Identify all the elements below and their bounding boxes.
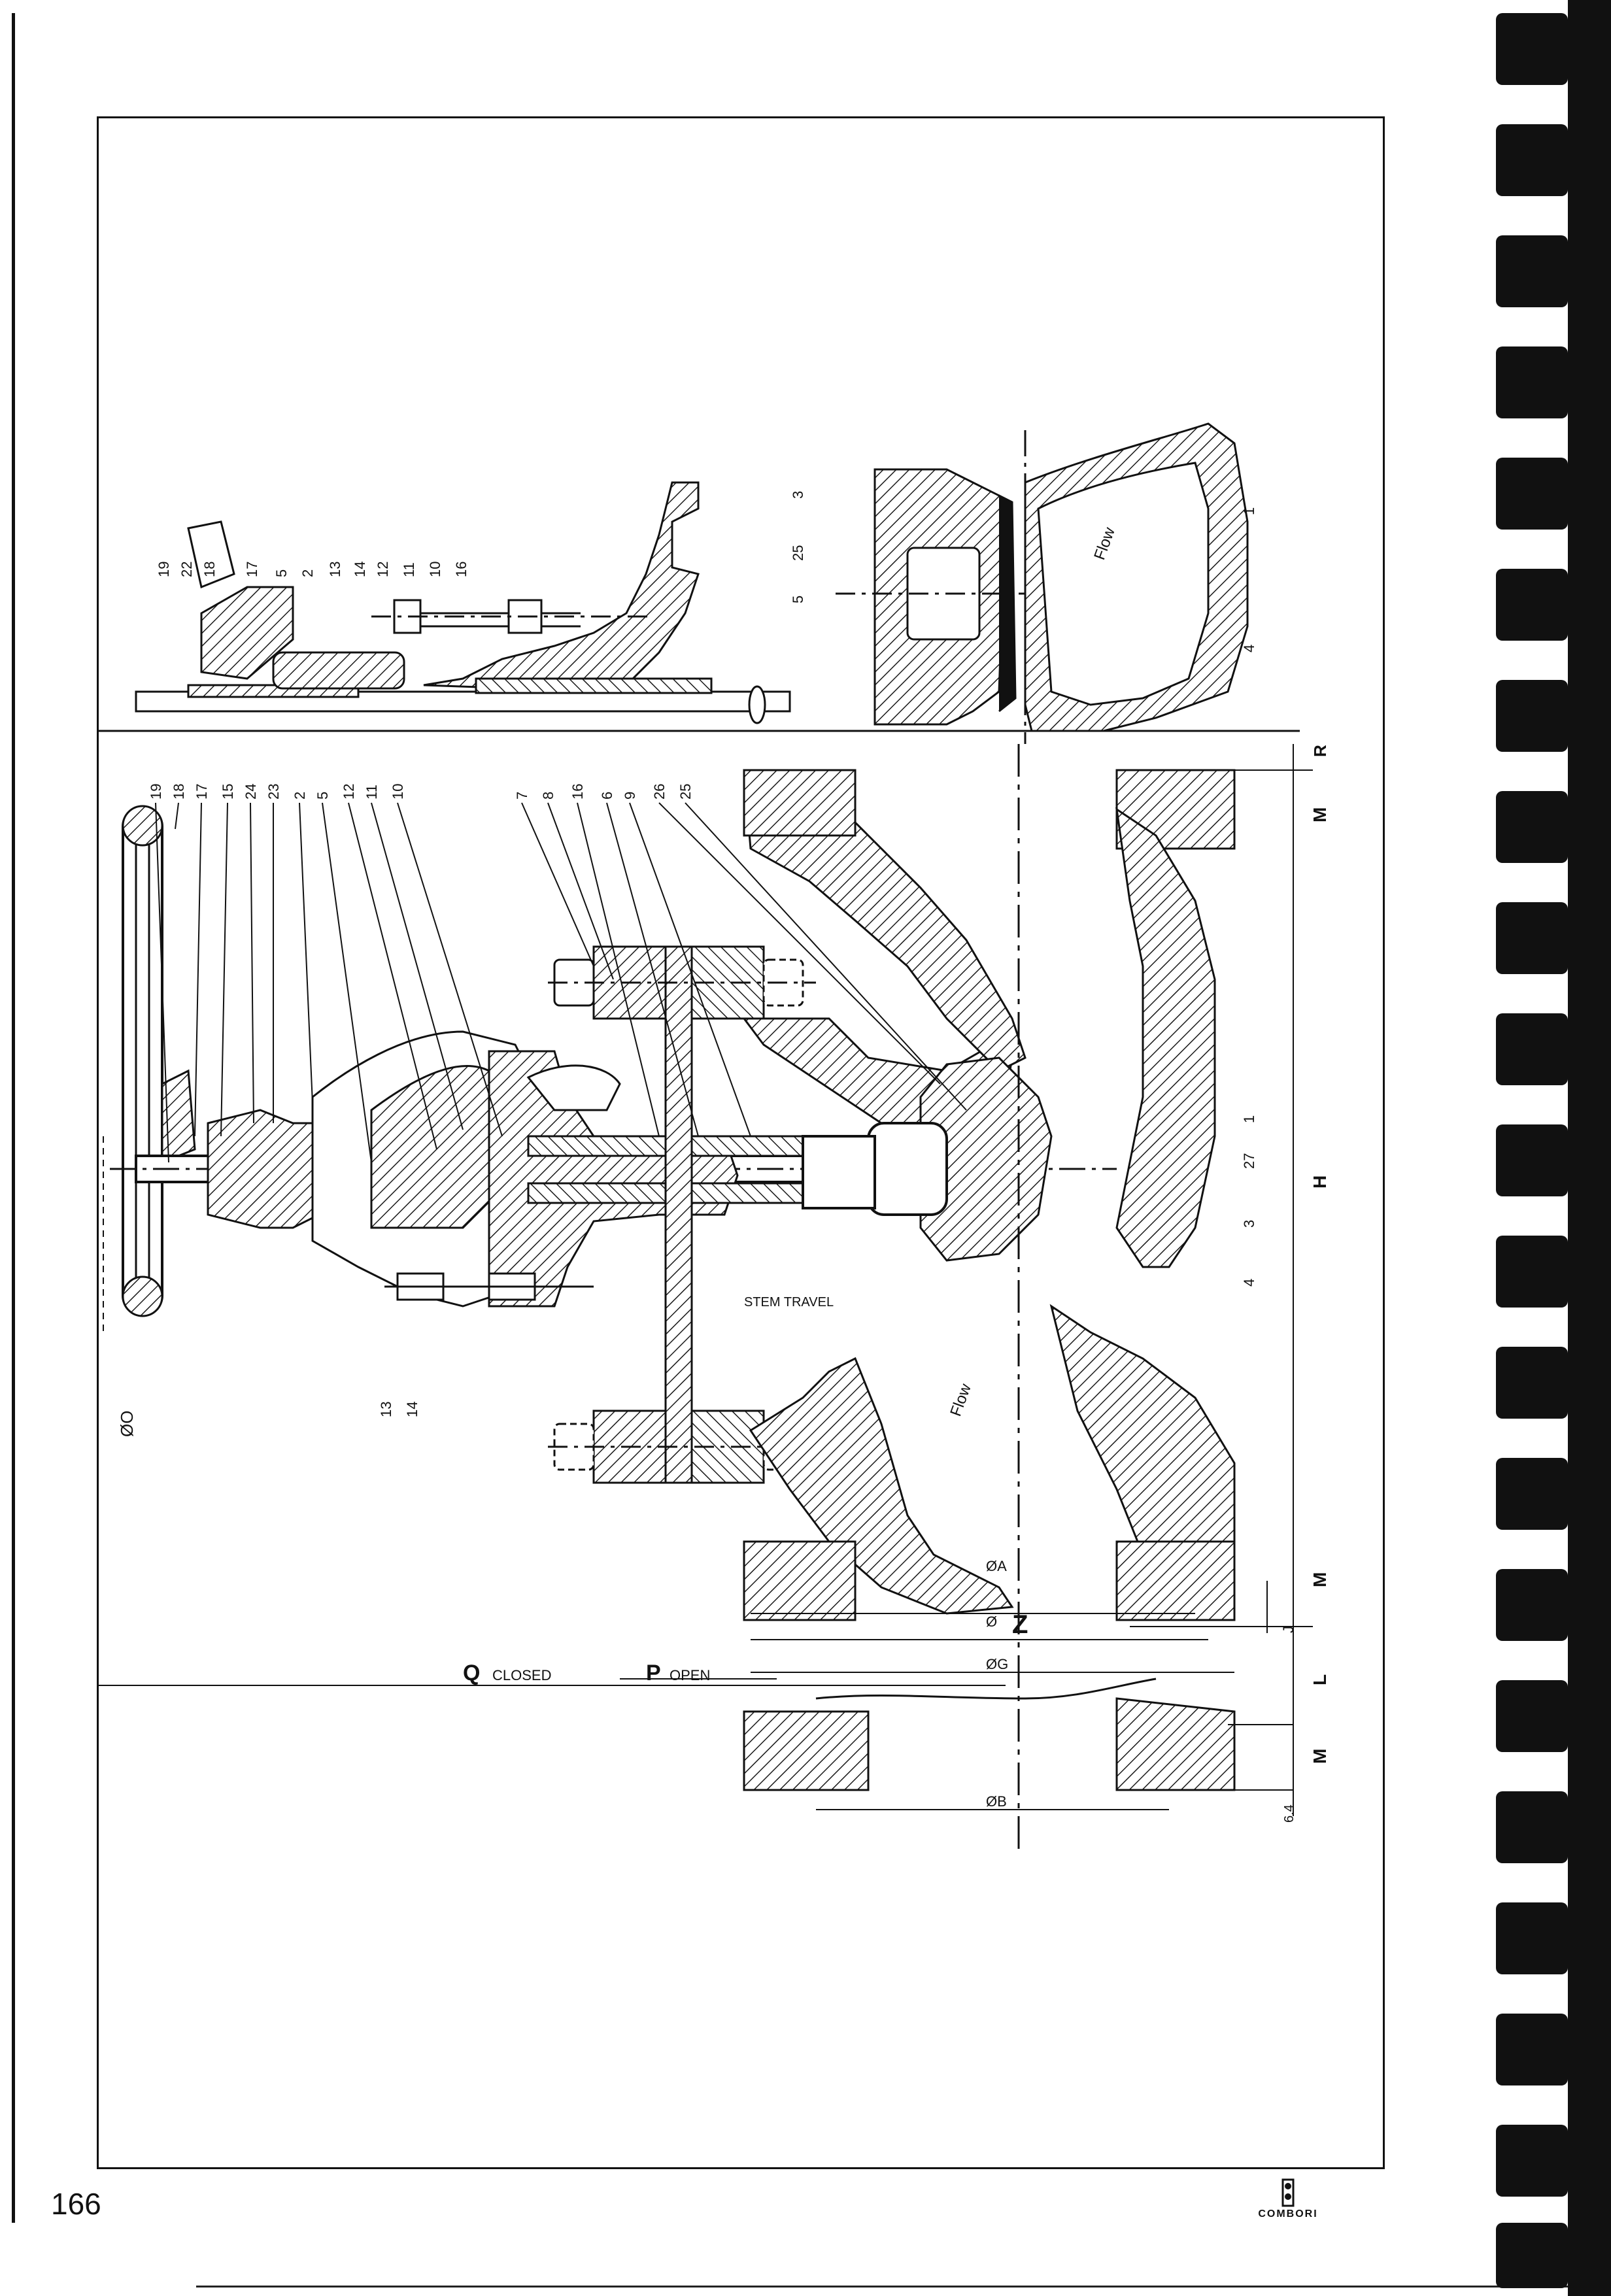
callout-mr-3: 4 xyxy=(1241,1279,1257,1287)
callout-urs-0: 1 xyxy=(1241,507,1257,515)
callout-mt-7: 5 xyxy=(314,792,331,800)
dim-h-label: H xyxy=(1310,1175,1330,1189)
dia-o-label: ØO xyxy=(117,1411,137,1437)
flow-label-main: Flow xyxy=(947,1381,975,1419)
main-side-callouts: 1 27 3 4 13 14 xyxy=(378,1115,1257,1417)
dim-64-label: 6.4 xyxy=(1282,1804,1297,1823)
callout-ul-1: 22 xyxy=(178,562,195,577)
brand-mark-icon xyxy=(1281,2178,1295,2207)
valve-sectional-drawing: 19 22 18 17 5 2 13 14 12 11 10 16 3 25 5… xyxy=(97,422,1330,1855)
valve-body xyxy=(742,744,1236,1855)
callout-ul-2: 18 xyxy=(201,562,218,577)
annotation-labels: Flow Flow STEM TRAVEL Q CLOSED P OPEN ØO… xyxy=(117,525,1330,1823)
dim-j-label: J xyxy=(1280,1626,1297,1633)
callout-mt-10: 10 xyxy=(390,784,406,800)
callout-mt-13: 16 xyxy=(569,784,586,800)
q-closed-letter: Q xyxy=(463,1661,480,1685)
dim-m-top-label: M xyxy=(1310,807,1330,822)
callout-mt-3: 15 xyxy=(220,784,236,800)
dia-a-label: ØA xyxy=(986,1558,1007,1574)
callout-ul-4: 5 xyxy=(273,569,290,577)
callout-mt-0: 19 xyxy=(148,784,164,800)
drawing-frame xyxy=(97,116,1385,2169)
callout-mt-9: 11 xyxy=(364,785,380,800)
dim-m-bot-label: M xyxy=(1310,1749,1330,1764)
page-number: 166 xyxy=(51,2187,101,2221)
callout-mb-1: 14 xyxy=(404,1402,420,1417)
callout-mt-8: 12 xyxy=(341,784,357,800)
callout-mt-12: 8 xyxy=(540,792,556,800)
brand-logo: COMBORI xyxy=(1249,2177,1327,2229)
callout-ul-11: 16 xyxy=(453,562,469,577)
dimension-lines xyxy=(97,744,1313,1816)
main-top-callouts: 19 18 17 15 24 23 2 5 12 11 10 7 8 16 6 … xyxy=(148,784,694,800)
brand-name: COMBORI xyxy=(1258,2208,1318,2220)
page-left-edge xyxy=(12,13,15,2223)
callout-mb-0: 13 xyxy=(378,1402,394,1417)
callout-ul-6: 13 xyxy=(327,562,343,577)
dia-z-symbol: Ø xyxy=(986,1613,997,1630)
callout-mt-11: 7 xyxy=(514,792,530,800)
callout-mr-2: 3 xyxy=(1241,1220,1257,1228)
lower-flange-detail xyxy=(743,1678,1236,1791)
callout-ur-0: 3 xyxy=(790,491,806,499)
callout-mt-17: 25 xyxy=(677,784,694,800)
bottom-rule xyxy=(196,2286,1569,2288)
dim-r-label: R xyxy=(1310,745,1330,757)
callout-mt-15: 9 xyxy=(622,792,638,800)
callout-urs-1: 4 xyxy=(1241,645,1257,652)
dim-m-mid-label: M xyxy=(1310,1572,1330,1587)
callout-leaders xyxy=(155,802,967,1163)
callout-ul-8: 12 xyxy=(375,562,391,577)
dia-b-label: ØB xyxy=(986,1793,1007,1810)
callout-mt-1: 18 xyxy=(171,784,187,800)
upper-left-detail xyxy=(135,481,791,724)
callout-mt-16: 26 xyxy=(651,784,668,800)
p-open-letter: P xyxy=(646,1661,661,1685)
callout-mt-2: 17 xyxy=(194,784,210,800)
callout-ul-7: 14 xyxy=(352,562,368,577)
q-closed-word: CLOSED xyxy=(492,1667,551,1683)
callout-mr-1: 27 xyxy=(1241,1153,1257,1169)
callout-mt-4: 24 xyxy=(243,784,259,800)
callout-ur-2: 5 xyxy=(790,596,806,603)
dim-z-label: Z xyxy=(1012,1610,1028,1639)
callout-ul-9: 11 xyxy=(401,562,417,577)
callout-ul-0: 19 xyxy=(156,562,172,577)
callout-ur-1: 25 xyxy=(790,545,806,561)
callout-mt-6: 2 xyxy=(292,792,308,800)
yoke-bonnet xyxy=(207,1030,804,1308)
stem-travel-label: STEM TRAVEL xyxy=(744,1295,834,1309)
upper-left-callouts: 19 22 18 17 5 2 13 14 12 11 10 16 xyxy=(156,562,469,577)
callout-mt-14: 6 xyxy=(599,792,615,800)
dia-g-label: ØG xyxy=(986,1656,1008,1672)
callout-mr-0: 1 xyxy=(1241,1115,1257,1123)
p-open-word: OPEN xyxy=(670,1667,710,1683)
callout-mt-5: 23 xyxy=(265,784,282,800)
callout-ul-5: 2 xyxy=(299,569,316,577)
dim-l-label: L xyxy=(1310,1674,1330,1685)
callout-ul-10: 10 xyxy=(427,562,443,577)
callout-ul-3: 17 xyxy=(244,562,260,577)
upper-right-detail xyxy=(836,422,1249,744)
upper-right-callouts: 3 25 5 1 4 xyxy=(790,491,1257,652)
spiral-binding xyxy=(1496,0,1611,2296)
